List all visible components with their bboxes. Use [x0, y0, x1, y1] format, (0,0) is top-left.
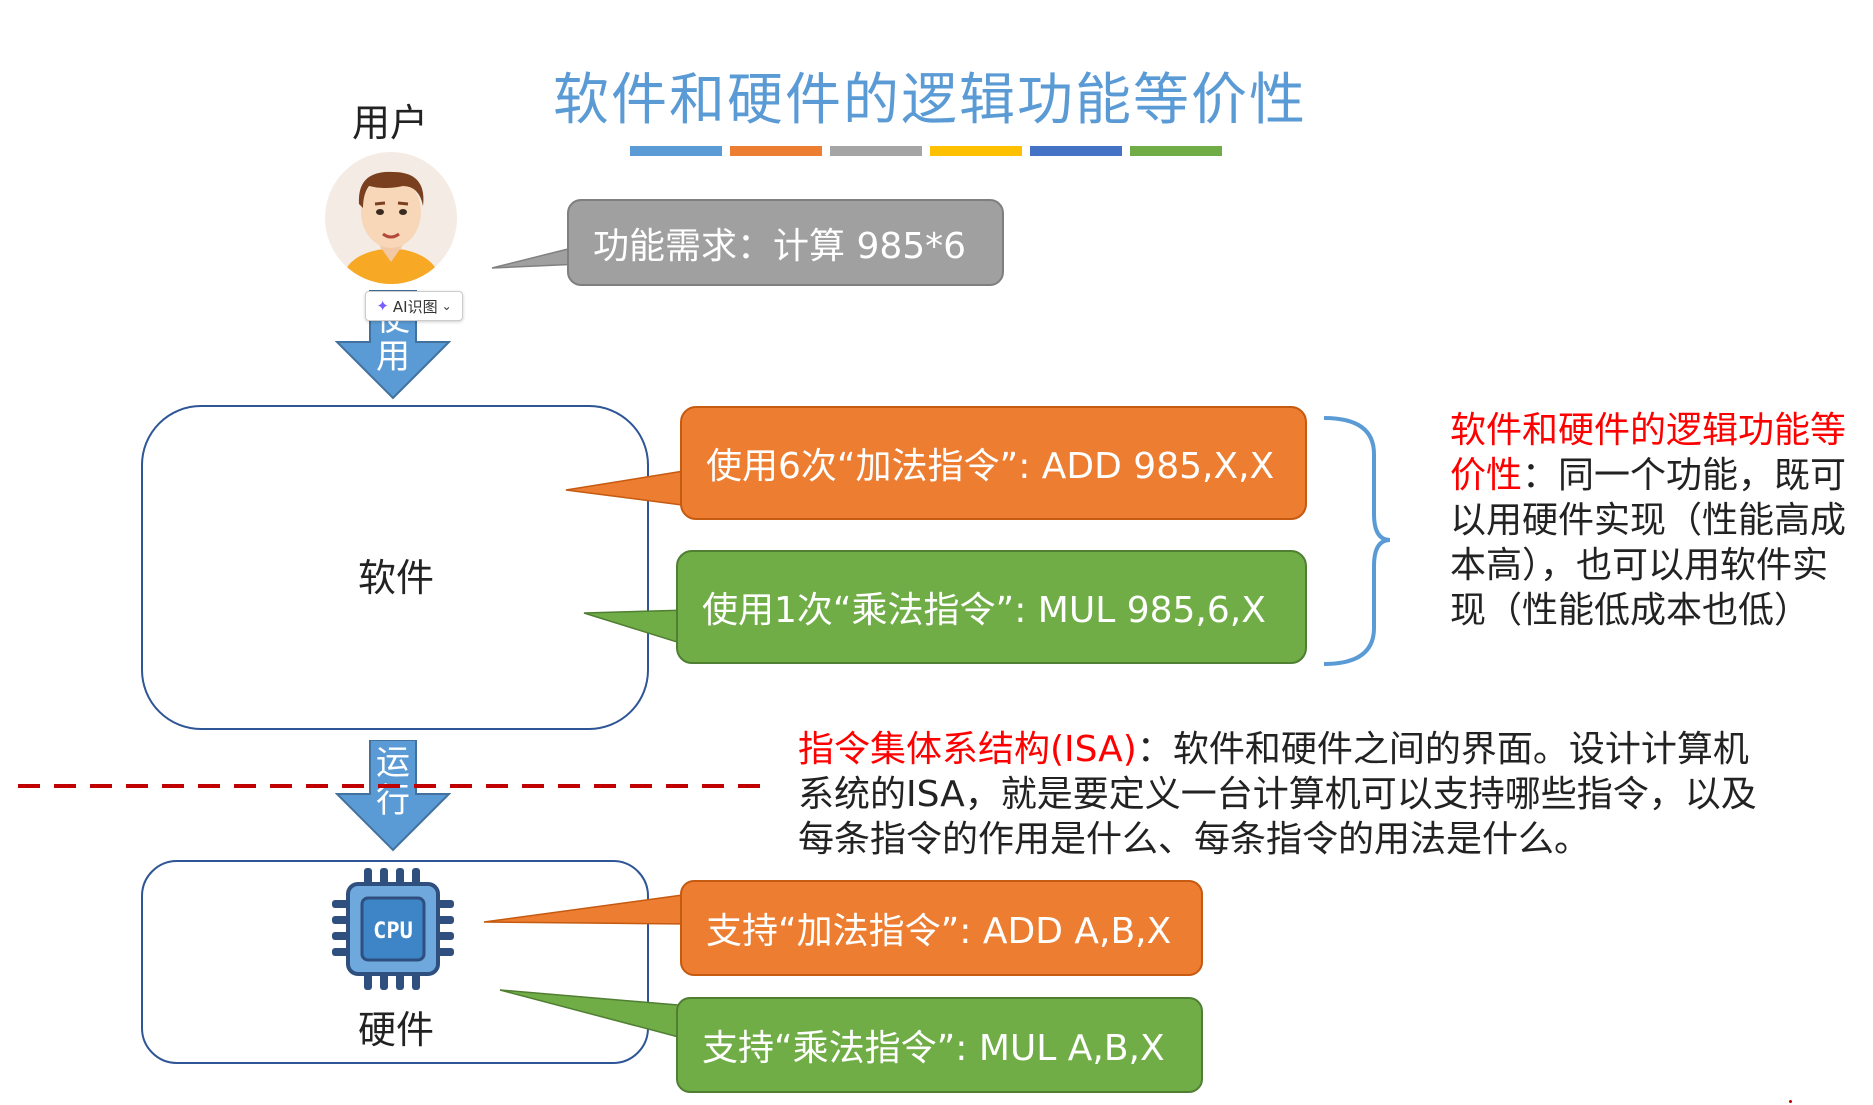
color-bar-6 — [1130, 146, 1222, 156]
isa-note: 指令集体系结构(ISA)：软件和硬件之间的界面。设计计算机系统的ISA，就是要定… — [798, 727, 1778, 862]
hardware-callout-mul: 支持“乘法指令”: MUL A,B,X — [676, 997, 1203, 1093]
hardware-callout-tails — [483, 893, 691, 1041]
user-avatar-icon — [325, 152, 457, 284]
arrow-use-char-2: 用 — [376, 337, 410, 377]
chevron-down-icon: ⌄ — [441, 299, 452, 313]
color-bar-2 — [730, 146, 822, 156]
equivalence-note-title: 软件和硬件的逻辑功能等价性 — [1450, 410, 1847, 496]
ai-recognize-button[interactable]: ✦ AI识图 ⌄ — [365, 291, 463, 321]
isa-note-body: ：软件和硬件之间的界面。设计计算机系统的ISA，就是要定义一台计算机可以支持哪些… — [798, 729, 1757, 860]
color-bar-5 — [1030, 146, 1122, 156]
equivalence-note-body: ：同一个功能，既可以用硬件实现（性能高成本高），也可以用软件实现（性能低成本也低… — [1450, 455, 1847, 631]
right-brace-icon — [1323, 416, 1391, 666]
color-bar-4 — [930, 146, 1022, 156]
demand-callout: 功能需求：计算 985*6 — [567, 199, 1004, 286]
software-add-text: 使用6次“加法指令”: ADD 985,X,X — [706, 446, 1275, 487]
isa-note-title: 指令集体系结构(ISA) — [798, 729, 1137, 770]
software-label: 软件 — [358, 556, 435, 600]
ai-sparkle-icon: ✦ — [376, 297, 389, 315]
software-mul-text: 使用1次“乘法指令”: MUL 985,6,X — [702, 590, 1266, 631]
decorative-dot — [1789, 1100, 1792, 1103]
hardware-mul-text: 支持“乘法指令”: MUL A,B,X — [702, 1028, 1165, 1069]
arrow-run-label: 运 行 — [373, 744, 413, 820]
equivalence-note: 软件和硬件的逻辑功能等价性：同一个功能，既可以用硬件实现（性能高成本高），也可以… — [1450, 408, 1862, 633]
software-box — [141, 405, 649, 730]
cpu-chip-icon: CPU — [332, 868, 454, 990]
demand-text: 功能需求：计算 985*6 — [593, 225, 967, 267]
hardware-add-text: 支持“加法指令”: ADD A,B,X — [706, 911, 1172, 952]
arrow-run-char-1: 运 — [376, 743, 410, 783]
arrow-run-char-2: 行 — [376, 781, 410, 821]
ai-badge-label: AI识图 — [392, 297, 438, 316]
color-bar-3 — [830, 146, 922, 156]
hardware-callout-add: 支持“加法指令”: ADD A,B,X — [680, 880, 1203, 976]
arrow-down-run-icon — [335, 740, 451, 852]
color-bar-1 — [630, 146, 722, 156]
software-callout-add: 使用6次“加法指令”: ADD 985,X,X — [680, 406, 1307, 520]
cpu-chip-text: CPU — [373, 919, 413, 944]
isa-boundary-line — [18, 784, 768, 788]
page-title: 软件和硬件的逻辑功能等价性 — [553, 68, 1307, 133]
software-callout-mul: 使用1次“乘法指令”: MUL 985,6,X — [676, 550, 1307, 664]
hardware-label: 硬件 — [358, 1008, 435, 1052]
user-label: 用户 — [352, 101, 429, 145]
